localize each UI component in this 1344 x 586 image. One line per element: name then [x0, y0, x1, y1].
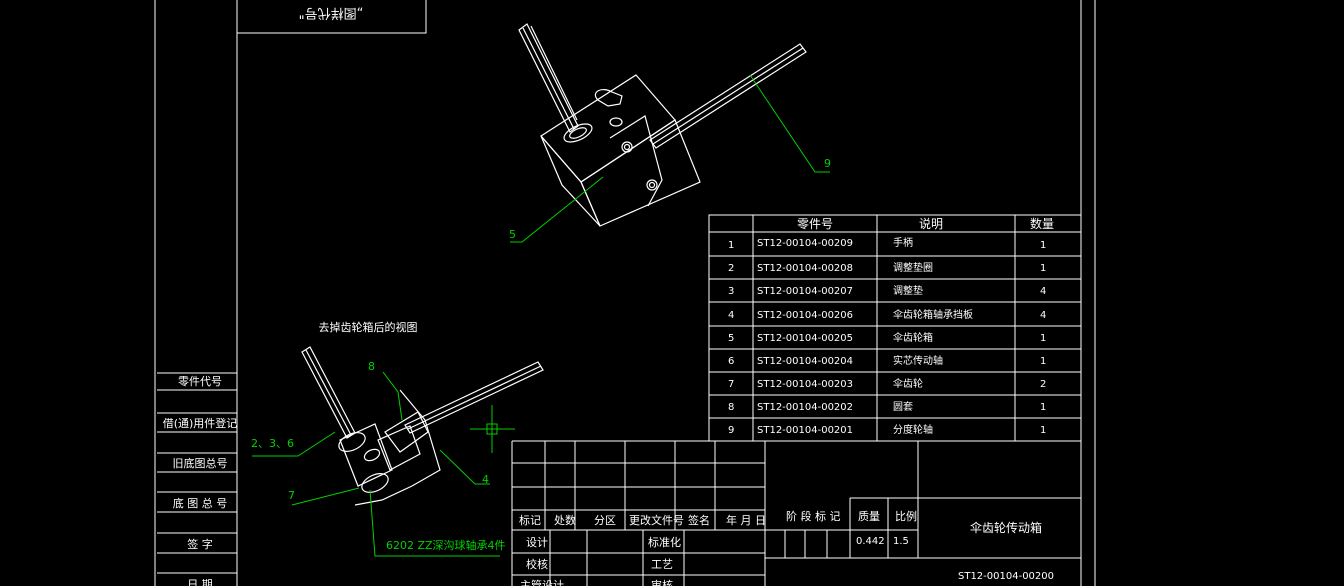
- bom-cell-description: 实芯传动轴: [893, 354, 943, 367]
- bom-cell-description: 圆套: [893, 400, 913, 413]
- title-block[interactable]: [511, 440, 1081, 586]
- bom-cell-quantity: 4: [1040, 286, 1046, 297]
- side-label-borrowed-register: 借(通)用件登记: [163, 416, 238, 430]
- role-checker: 校核: [526, 557, 548, 571]
- callout-4: 4: [482, 473, 489, 486]
- stage-label: 阶 段 标 记: [786, 509, 841, 523]
- bom-cell-part-number: ST12-00104-00204: [757, 356, 853, 367]
- bom-cell-quantity: 1: [1040, 240, 1046, 251]
- bom-cell-index: 1: [728, 240, 734, 251]
- rev-header-mark: 标记: [519, 513, 541, 527]
- leader-lines: [252, 74, 830, 557]
- bom-header-description: 说明: [919, 216, 943, 231]
- bom-row: 1 ST12-00104-00209 手柄 1: [728, 236, 1046, 251]
- bom-cell-quantity: 1: [1040, 333, 1046, 344]
- rev-header-date: 年 月 日: [726, 513, 766, 527]
- bom-cell-index: 3: [728, 286, 734, 297]
- bom-cell-description: 伞齿轮: [893, 377, 923, 390]
- bom-cell-part-number: ST12-00104-00202: [757, 402, 853, 413]
- title-block-text: 标记 处数 分区 更改文件号 签名 年 月 日 阶 段 标 记 质量 比例 0.…: [519, 509, 1054, 586]
- rev-header-zone: 分区: [594, 514, 616, 527]
- view-label: 去掉齿轮箱后的视图: [319, 320, 418, 334]
- bom-cell-description: 手柄: [893, 236, 913, 249]
- rev-header-signature: 签名: [688, 513, 710, 527]
- callout-9: 9: [824, 157, 831, 170]
- callout-bearing: 6202 ZZ深沟球轴承4件: [386, 538, 506, 552]
- bom-cell-index: 7: [728, 379, 734, 390]
- side-strip-labels: 零件代号 借(通)用件登记 旧底图总号 底 图 总 号 签 字 日 期: [163, 375, 238, 586]
- bom-row: 4 ST12-00104-00206 伞齿轮箱轴承挡板 4: [728, 308, 1046, 321]
- bom-row: 3 ST12-00104-00207 调整垫 4: [728, 284, 1046, 297]
- rev-header-change-doc: 更改文件号: [629, 513, 684, 527]
- side-label-master-number: 底 图 总 号: [173, 496, 228, 510]
- bom-cell-description: 分度轮轴: [893, 423, 933, 436]
- bom-cell-index: 9: [728, 425, 734, 436]
- bom-cell-quantity: 1: [1040, 402, 1046, 413]
- bom-cell-description: 调整垫圈: [893, 261, 933, 274]
- bom-row: 8 ST12-00104-00202 圆套 1: [728, 400, 1046, 413]
- bom-cell-part-number: ST12-00104-00207: [757, 286, 853, 297]
- side-label-old-master-number: 旧底图总号: [173, 456, 228, 470]
- bom-row: 9 ST12-00104-00201 分度轮轴 1: [728, 423, 1046, 436]
- bom-cell-quantity: 2: [1040, 379, 1046, 390]
- bom-cell-description: 伞齿轮箱: [893, 331, 933, 344]
- bom-cell-part-number: ST12-00104-00208: [757, 263, 853, 274]
- scale-label: 比例: [895, 509, 917, 523]
- bom-cell-part-number: ST12-00104-00205: [757, 333, 853, 344]
- bom-header-quantity: 数量: [1030, 216, 1054, 231]
- drawing-code-label: „图样代号": [299, 5, 364, 20]
- bom-row: 5 ST12-00104-00205 伞齿轮箱 1: [728, 331, 1046, 344]
- bom-cell-part-number: ST12-00104-00209: [757, 238, 853, 249]
- bom-row: 2 ST12-00104-00208 调整垫圈 1: [728, 261, 1046, 274]
- bom-cell-part-number: ST12-00104-00203: [757, 379, 853, 390]
- role-designer: 设计: [526, 536, 548, 549]
- callout-8: 8: [368, 360, 375, 373]
- callout-2-3-6: 2、3、6: [251, 437, 294, 450]
- callout-7: 7: [288, 489, 295, 502]
- drawing-number: ST12-00104-00200: [958, 571, 1054, 582]
- drawing-code-box: „图样代号": [237, 0, 427, 34]
- bom-cell-description: 调整垫: [893, 284, 923, 297]
- bom-cell-index: 4: [728, 310, 734, 321]
- role-process: 工艺: [651, 558, 673, 571]
- bom-cell-part-number: ST12-00104-00201: [757, 425, 853, 436]
- bom-cell-part-number: ST12-00104-00206: [757, 310, 853, 321]
- bom-cell-description: 伞齿轮箱轴承挡板: [893, 308, 973, 321]
- side-label-date: 日 期: [187, 578, 213, 586]
- inner-assembly-view[interactable]: [301, 346, 544, 506]
- bom-cell-index: 5: [728, 333, 734, 344]
- crosshair-cursor[interactable]: [470, 405, 515, 453]
- bom-cell-index: 2: [728, 263, 734, 274]
- bom-cell-quantity: 1: [1040, 425, 1046, 436]
- gearbox-assembly-view[interactable]: [518, 23, 807, 227]
- bom-row: 6 ST12-00104-00204 实芯传动轴 1: [728, 354, 1046, 367]
- bom-cell-index: 6: [728, 356, 734, 367]
- scale-value: 1.5: [893, 536, 909, 547]
- bom-cell-quantity: 1: [1040, 356, 1046, 367]
- bom-cell-index: 8: [728, 402, 734, 413]
- callout-5: 5: [509, 228, 516, 241]
- mass-value: 0.442: [856, 536, 885, 547]
- side-strip: [157, 372, 237, 574]
- mass-label: 质量: [858, 510, 880, 523]
- bom-header-part-number: 零件号: [797, 217, 833, 231]
- drawing-name: 伞齿轮传动箱: [970, 520, 1042, 535]
- role-standardization: 标准化: [648, 535, 681, 549]
- bom-rows: 1 ST12-00104-00209 手柄 1 2 ST12-00104-002…: [728, 236, 1046, 436]
- bom-cell-quantity: 4: [1040, 310, 1046, 321]
- bom-header: 零件号 说明 数量: [797, 216, 1054, 231]
- callout-labels: 9 5 8 2、3、6 7 4 6202 ZZ深沟球轴承4件: [251, 157, 831, 552]
- bom-cell-quantity: 1: [1040, 263, 1046, 274]
- rev-header-count: 处数: [554, 514, 576, 527]
- side-label-signature: 签 字: [187, 537, 213, 551]
- side-label-part-code: 零件代号: [178, 375, 222, 388]
- role-lead-designer: 主管设计: [520, 578, 564, 586]
- role-review: 审核: [651, 578, 673, 586]
- bom-row: 7 ST12-00104-00203 伞齿轮 2: [728, 377, 1046, 390]
